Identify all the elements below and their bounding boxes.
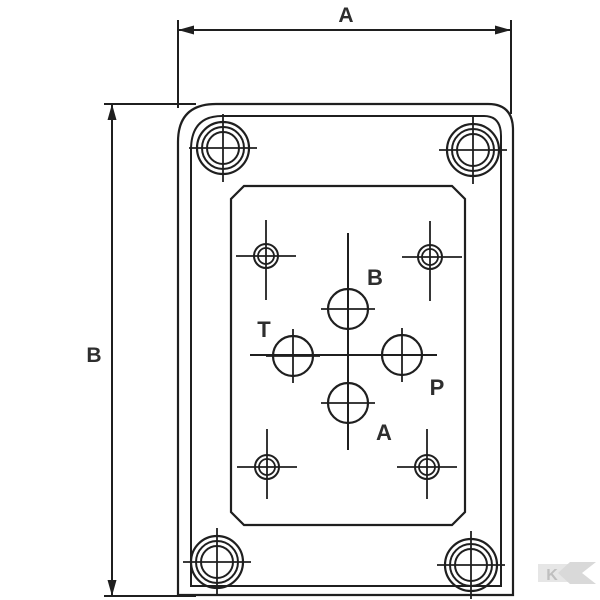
bolt-hole-top-left (236, 220, 296, 300)
interface-panel (229, 184, 467, 527)
bolt-hole-bottom-right (397, 429, 457, 499)
port-a-label: A (376, 420, 392, 445)
corner-mounting-hole-bottom-right (437, 531, 505, 599)
plate-outline-outer (176, 102, 515, 597)
corner-mounting-hole-top-right (439, 116, 507, 184)
bolt-hole-bottom-left (237, 429, 297, 499)
watermark-logo: K (538, 562, 596, 584)
port-p-hole (375, 328, 429, 382)
corner-mounting-hole-bottom-left (183, 528, 251, 596)
bolt-hole-top-right (402, 221, 462, 301)
plate-outline-inner (190, 115, 502, 587)
dimension-a-label: A (338, 4, 353, 27)
port-b-hole (321, 282, 375, 336)
dimension-a (177, 20, 512, 114)
dimension-b (104, 103, 196, 597)
port-a-hole (321, 376, 375, 430)
port-p-label: P (430, 375, 445, 400)
port-t-label: T (257, 317, 271, 342)
corner-mounting-hole-top-left (189, 114, 257, 182)
watermark-letter: K (546, 567, 558, 584)
port-t-hole (266, 329, 320, 383)
dimension-b-label: B (86, 344, 101, 367)
port-b-label: B (367, 265, 383, 290)
